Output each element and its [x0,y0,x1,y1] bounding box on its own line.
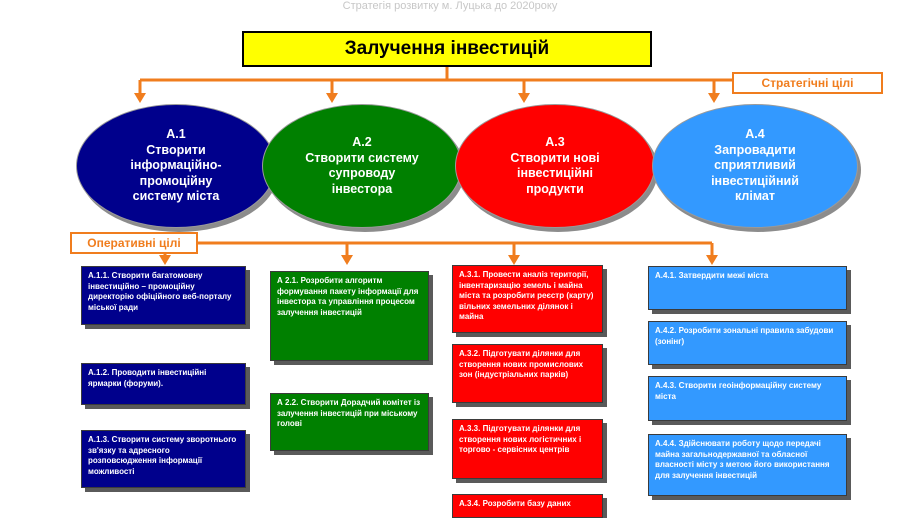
task-a4-4: А.4.4. Здійснювати роботу щодо передачі … [648,434,847,496]
goal-a3: А.3 Створити нові інвестиційні продукти [455,104,655,228]
task-a3-4: А.3.4. Розробити базу даних [452,494,603,518]
task-a4-1: А.4.1. Затвердити межі міста [648,266,847,310]
goal-a2: А.2 Створити систему супроводу інвестора [262,104,462,228]
page-header: Стратегія розвитку м. Луцька до 2020року [342,0,558,12]
task-a3-1: А.3.1. Провести аналіз території, інвент… [452,265,603,333]
arrow-a2 [326,93,338,103]
operative-arrowheads [159,255,718,265]
diagram-title: Залучення інвестицій [242,31,652,67]
task-a3-2: А.3.2. Підготувати ділянки для створення… [452,344,603,403]
operative-goals-label: Оперативні цілі [70,232,198,254]
task-a4-2: А.4.2. Розробити зональні правила забудо… [648,321,847,365]
task-a1-3: А.1.3. Створити систему зворотнього зв'я… [81,430,246,488]
task-a1-2: А.1.2. Проводити інвестиційні ярмарки (ф… [81,363,246,405]
task-a4-3: А.4.3. Створити геоінформаційну систему … [648,376,847,421]
goal-code: А.4 [745,127,765,142]
goal-a1: А.1 Створити інформаційно-промоційну сис… [76,104,276,228]
goal-code: А.2 [352,135,372,149]
goal-name: Запровадити сприятливий інвестиційний кл… [711,142,799,204]
strategic-arrowheads [134,93,720,103]
goal-code: А.3 [545,135,565,149]
strategic-connectors [138,67,732,94]
goal-name: Створити інформаційно-промоційну систему… [130,142,222,204]
task-a1-1: А.1.1. Створити багатомовну інвестиційно… [81,266,246,325]
goal-name: Створити нові інвестиційні продукти [510,150,600,196]
arrow-a3 [518,93,530,103]
arrow-a1 [134,93,146,103]
task-a3-3: А.3.3. Підготувати ділянки для створення… [452,419,603,479]
goal-name: Створити систему супроводу інвестора [305,150,419,196]
arrow-a4 [708,93,720,103]
task-a2-2: А 2.2. Створити Дорадчий комітет із залу… [270,393,429,451]
operative-connectors [163,241,714,256]
goal-code: А.1 [166,127,186,142]
strategic-goals-label: Стратегічні цілі [732,72,883,94]
task-a2-1: А 2.1. Розробити алгоритм формування пак… [270,271,429,361]
goal-a4: А.4 Запровадити сприятливий інвестиційни… [652,104,858,228]
